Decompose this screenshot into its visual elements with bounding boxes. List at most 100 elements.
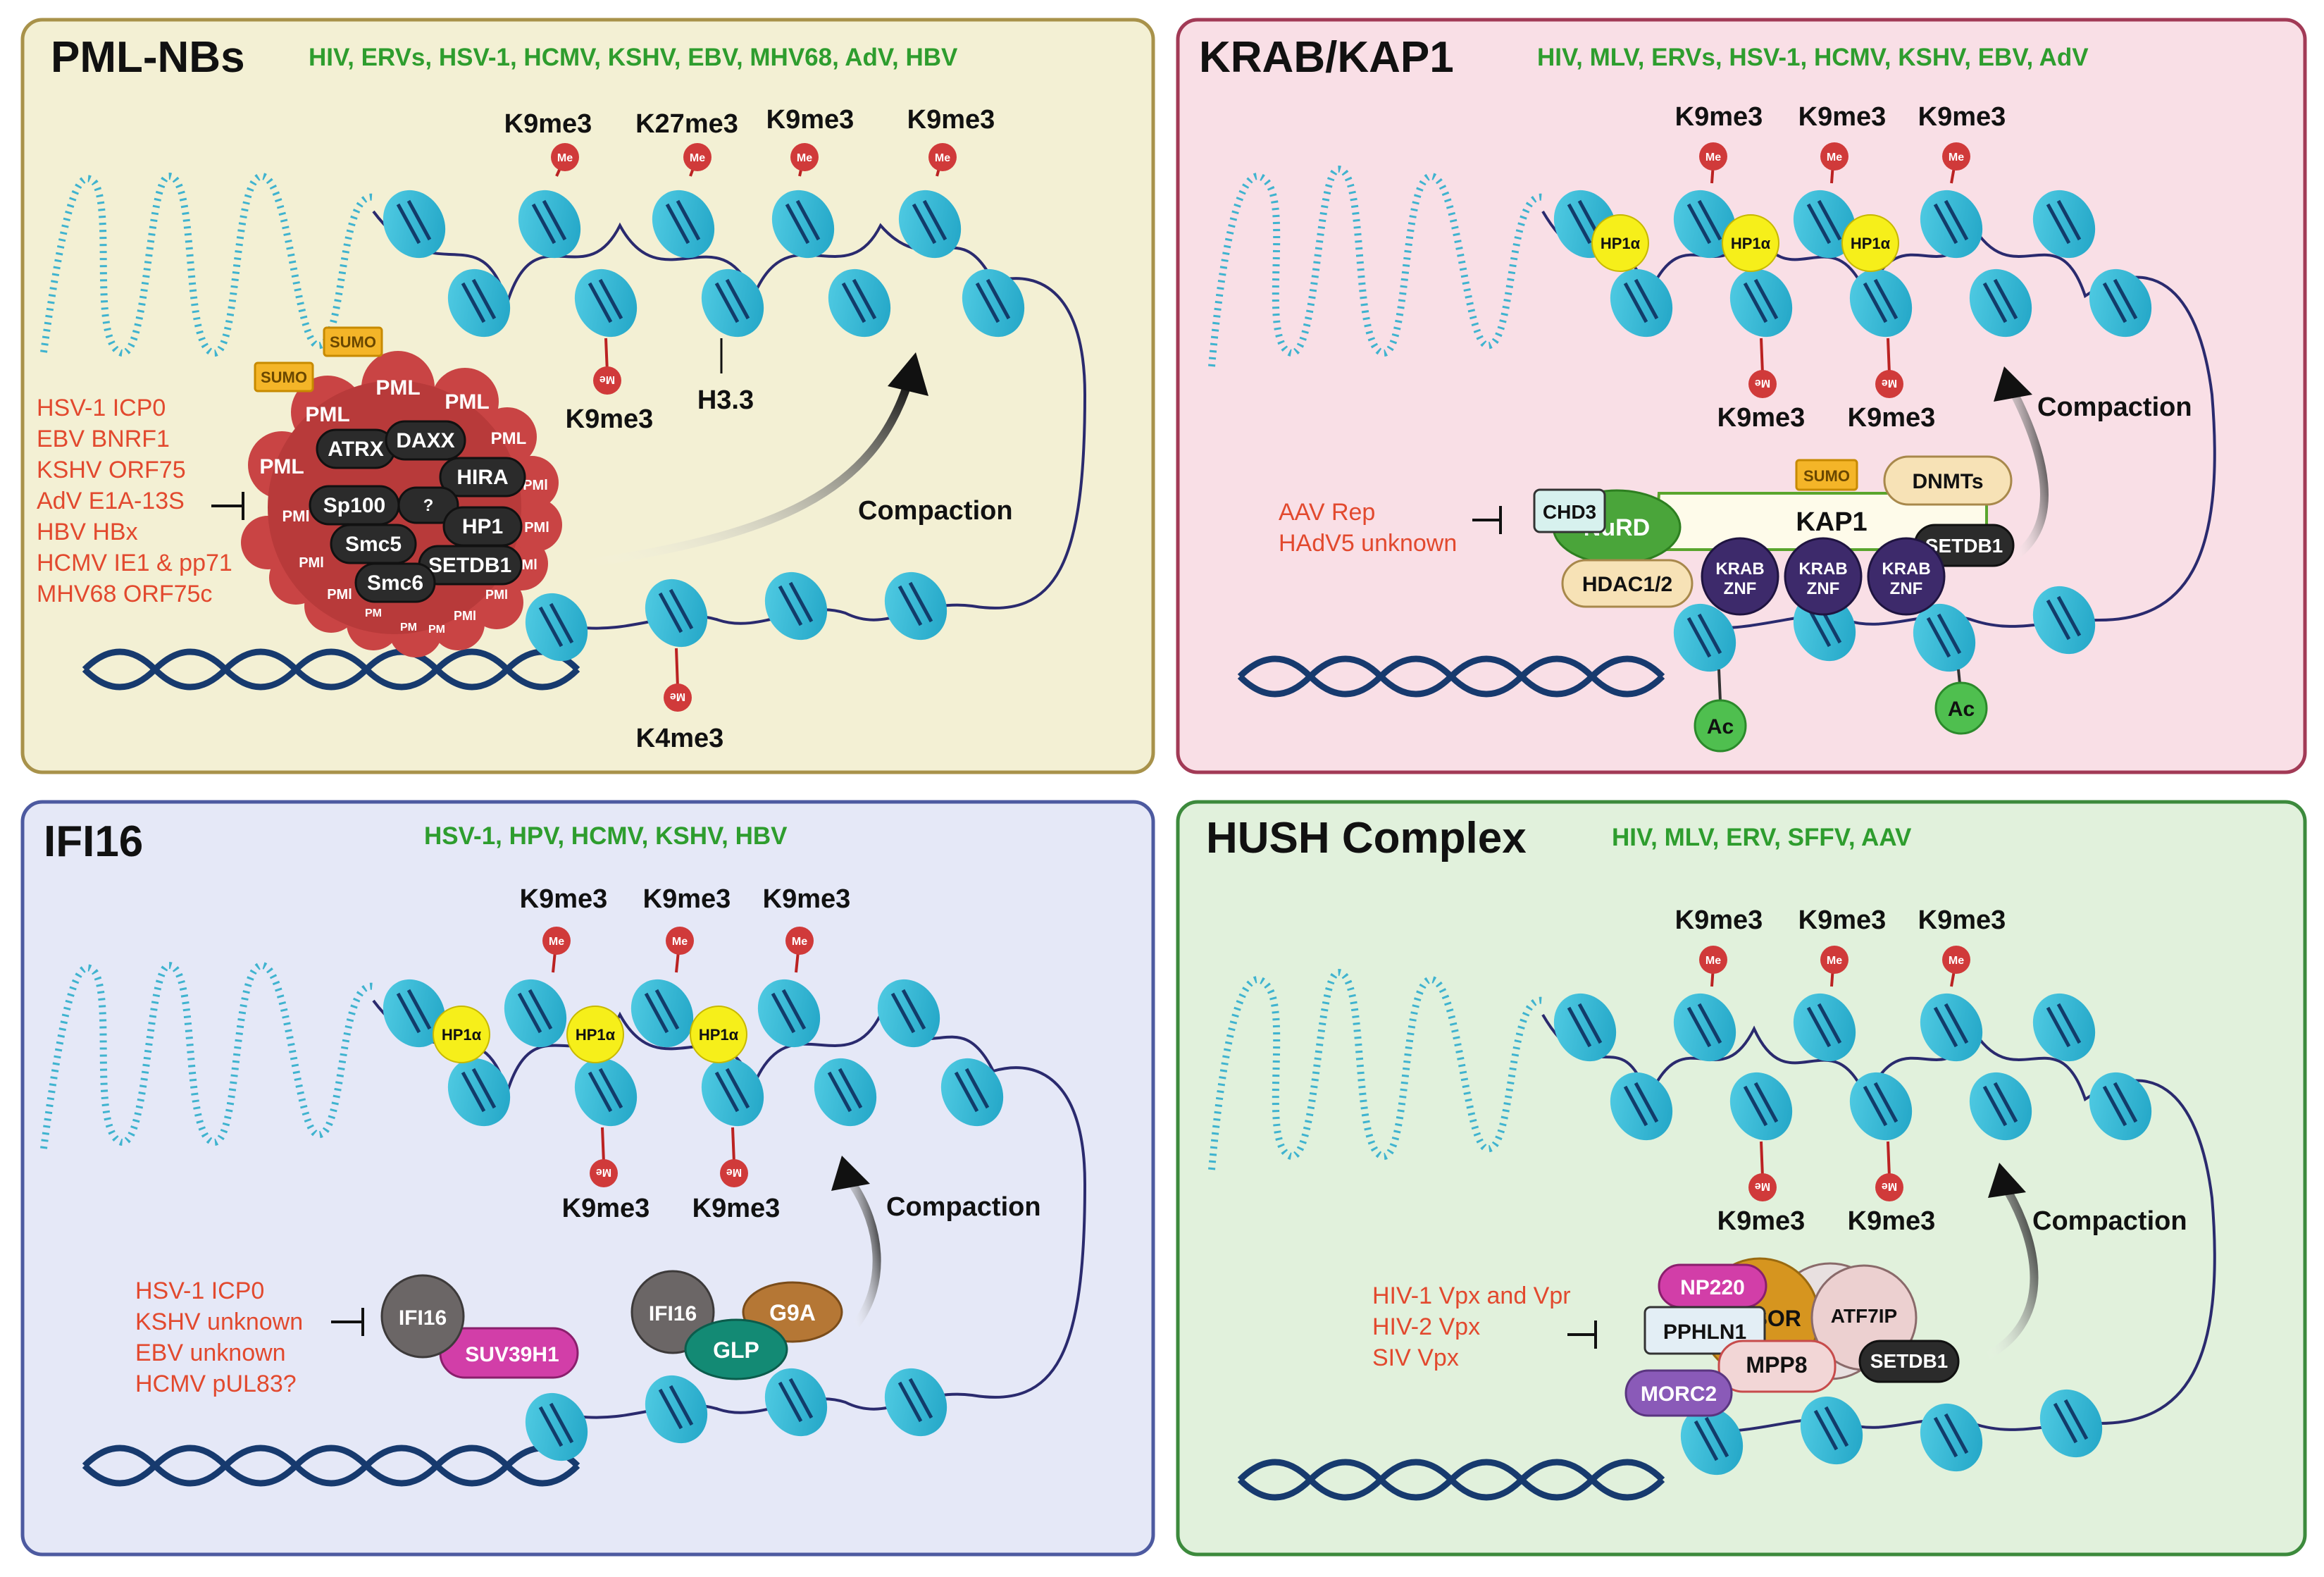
svg-text:PML: PML bbox=[375, 376, 420, 400]
inhibition-symbol bbox=[331, 1308, 364, 1336]
svg-text:Sp100: Sp100 bbox=[323, 494, 385, 517]
compaction-label: Compaction bbox=[2032, 1206, 2187, 1236]
svg-text:Me: Me bbox=[935, 152, 950, 164]
svg-text:HP1: HP1 bbox=[462, 515, 503, 538]
svg-text:EBV unknown: EBV unknown bbox=[135, 1340, 286, 1366]
nucleosome bbox=[877, 979, 940, 1048]
svg-text:HP1α: HP1α bbox=[576, 1026, 616, 1044]
svg-text:AAV Rep: AAV Rep bbox=[1279, 499, 1375, 526]
svg-text:Me: Me bbox=[672, 936, 688, 948]
svg-text:SETDB1: SETDB1 bbox=[1870, 1350, 1948, 1372]
histone-mark: Me bbox=[720, 1127, 748, 1187]
inhibitor-list: AAV Rep HAdV5 unknown bbox=[1279, 499, 1457, 557]
nucleosome bbox=[828, 268, 891, 338]
nucleosome bbox=[645, 579, 708, 648]
svg-text:HDAC1/2: HDAC1/2 bbox=[1582, 573, 1672, 596]
nucleosome bbox=[1673, 190, 1736, 259]
nucleosome bbox=[1849, 1072, 1913, 1141]
svg-text:HP1α: HP1α bbox=[1601, 235, 1641, 252]
sumo-tag: SUMO bbox=[254, 361, 314, 392]
panel-ifi16: IFI16 HSV-1, HPV, HCMV, KSHV, HBV HP1α H… bbox=[20, 800, 1155, 1557]
svg-text:HIRA: HIRA bbox=[456, 466, 508, 489]
compaction-arrow bbox=[849, 1181, 881, 1328]
mark-label: K9me3 bbox=[692, 1194, 781, 1223]
dna-helix-strand-b bbox=[1237, 655, 1665, 698]
svg-text:MPP8: MPP8 bbox=[1746, 1352, 1807, 1378]
inhibition-symbol bbox=[1472, 506, 1502, 534]
svg-text:PML: PML bbox=[305, 403, 349, 426]
svg-text:ZNF: ZNF bbox=[1807, 579, 1840, 598]
nucleosome bbox=[1610, 1072, 1673, 1141]
arrowhead bbox=[1994, 366, 2032, 402]
nucleosome bbox=[2032, 586, 2096, 655]
nucleosome bbox=[1920, 993, 1983, 1062]
nucleosome bbox=[1673, 993, 1736, 1062]
panel-ifi16-viruses: HSV-1, HPV, HCMV, KSHV, HBV bbox=[424, 822, 788, 850]
nucleosome bbox=[757, 979, 821, 1048]
svg-text:PML: PML bbox=[445, 390, 489, 414]
sumo-tag: SUMO bbox=[323, 326, 383, 357]
nucleosome bbox=[701, 268, 764, 338]
inhibition-symbol bbox=[211, 492, 244, 520]
linker-dna bbox=[372, 999, 1087, 1419]
svg-text:PM: PM bbox=[365, 607, 382, 619]
svg-text:Ac: Ac bbox=[1948, 698, 1975, 721]
dna-helix-strand-b bbox=[82, 1445, 580, 1487]
histone-mark: Me bbox=[1820, 946, 1848, 987]
hp1-alpha: HP1α bbox=[1722, 214, 1779, 272]
hp1-alpha: HP1α bbox=[566, 1006, 624, 1063]
svg-text:HCMV pUL83?: HCMV pUL83? bbox=[135, 1371, 297, 1397]
svg-text:HP1α: HP1α bbox=[442, 1026, 482, 1044]
svg-text:SIV Vpx: SIV Vpx bbox=[1372, 1344, 1459, 1371]
svg-text:HP1α: HP1α bbox=[1851, 235, 1891, 252]
svg-text:Me: Me bbox=[1755, 1180, 1770, 1192]
svg-text:Me: Me bbox=[549, 936, 564, 948]
histone-mark: Me bbox=[1942, 142, 1970, 184]
nucleosome bbox=[525, 1392, 588, 1461]
svg-text:ATF7IP: ATF7IP bbox=[1831, 1305, 1897, 1327]
svg-text:Me: Me bbox=[1882, 1180, 1897, 1192]
nucleosome bbox=[764, 1368, 828, 1437]
svg-text:Smc5: Smc5 bbox=[345, 533, 402, 556]
panel-hush-title: HUSH Complex bbox=[1206, 814, 1527, 862]
svg-text:Me: Me bbox=[1949, 151, 1964, 163]
pml-complex-proteins: ATRX DAXX HIRA Sp100 ? HP1 Smc5 SETDB1 S… bbox=[309, 420, 526, 603]
nucleosome bbox=[884, 571, 947, 641]
svg-text:MORC2: MORC2 bbox=[1641, 1383, 1717, 1406]
open-dna-dotted bbox=[1208, 968, 1543, 1170]
svg-text:CHD3: CHD3 bbox=[1543, 501, 1596, 523]
mark-label: K9me3 bbox=[766, 105, 855, 135]
compaction-label: Compaction bbox=[2037, 392, 2192, 422]
histone-mark: Me bbox=[1875, 338, 1903, 398]
compaction-arrow bbox=[584, 379, 913, 568]
svg-text:SUMO: SUMO bbox=[261, 369, 307, 386]
nucleosome bbox=[1969, 1072, 2032, 1141]
histone-mark: Me bbox=[1748, 338, 1777, 398]
mark-label: K9me3 bbox=[1848, 403, 1936, 433]
svg-text:DAXX: DAXX bbox=[396, 429, 454, 452]
hush-complex: TASOR ATF7IP NP220 PPHLN1 MPP8 SETDB1 MO… bbox=[1624, 1257, 1960, 1417]
nucleosome bbox=[2032, 993, 2096, 1062]
svg-text:MHV68 ORF75c: MHV68 ORF75c bbox=[37, 581, 212, 607]
panel-krab-viruses: HIV, MLV, ERVs, HSV-1, HCMV, KSHV, EBV, … bbox=[1537, 44, 2089, 71]
svg-text:ZNF: ZNF bbox=[1890, 579, 1923, 598]
histone-mark: Me bbox=[1748, 1141, 1777, 1201]
nucleosome bbox=[1729, 1072, 1793, 1141]
svg-text:HP1α: HP1α bbox=[699, 1026, 739, 1044]
histone-mark: Me bbox=[928, 143, 957, 177]
nucleosome bbox=[1673, 603, 1736, 672]
svg-text:PM: PM bbox=[400, 621, 417, 633]
mark-label: K9me3 bbox=[1717, 1206, 1806, 1236]
dna-helix-strand-b bbox=[82, 648, 580, 691]
nucleosome bbox=[1920, 190, 1983, 259]
panel-krab-box bbox=[1176, 18, 2307, 774]
svg-text:Me: Me bbox=[596, 1166, 611, 1178]
svg-text:Smc6: Smc6 bbox=[367, 571, 423, 595]
mark-label: K9me3 bbox=[1918, 102, 2006, 132]
svg-text:Ac: Ac bbox=[1707, 715, 1734, 738]
panel-hush-box bbox=[1176, 800, 2307, 1557]
nucleosome bbox=[574, 1058, 638, 1127]
histone-mark: Me bbox=[551, 143, 579, 177]
svg-text:HIV-2 Vpx: HIV-2 Vpx bbox=[1372, 1313, 1480, 1340]
